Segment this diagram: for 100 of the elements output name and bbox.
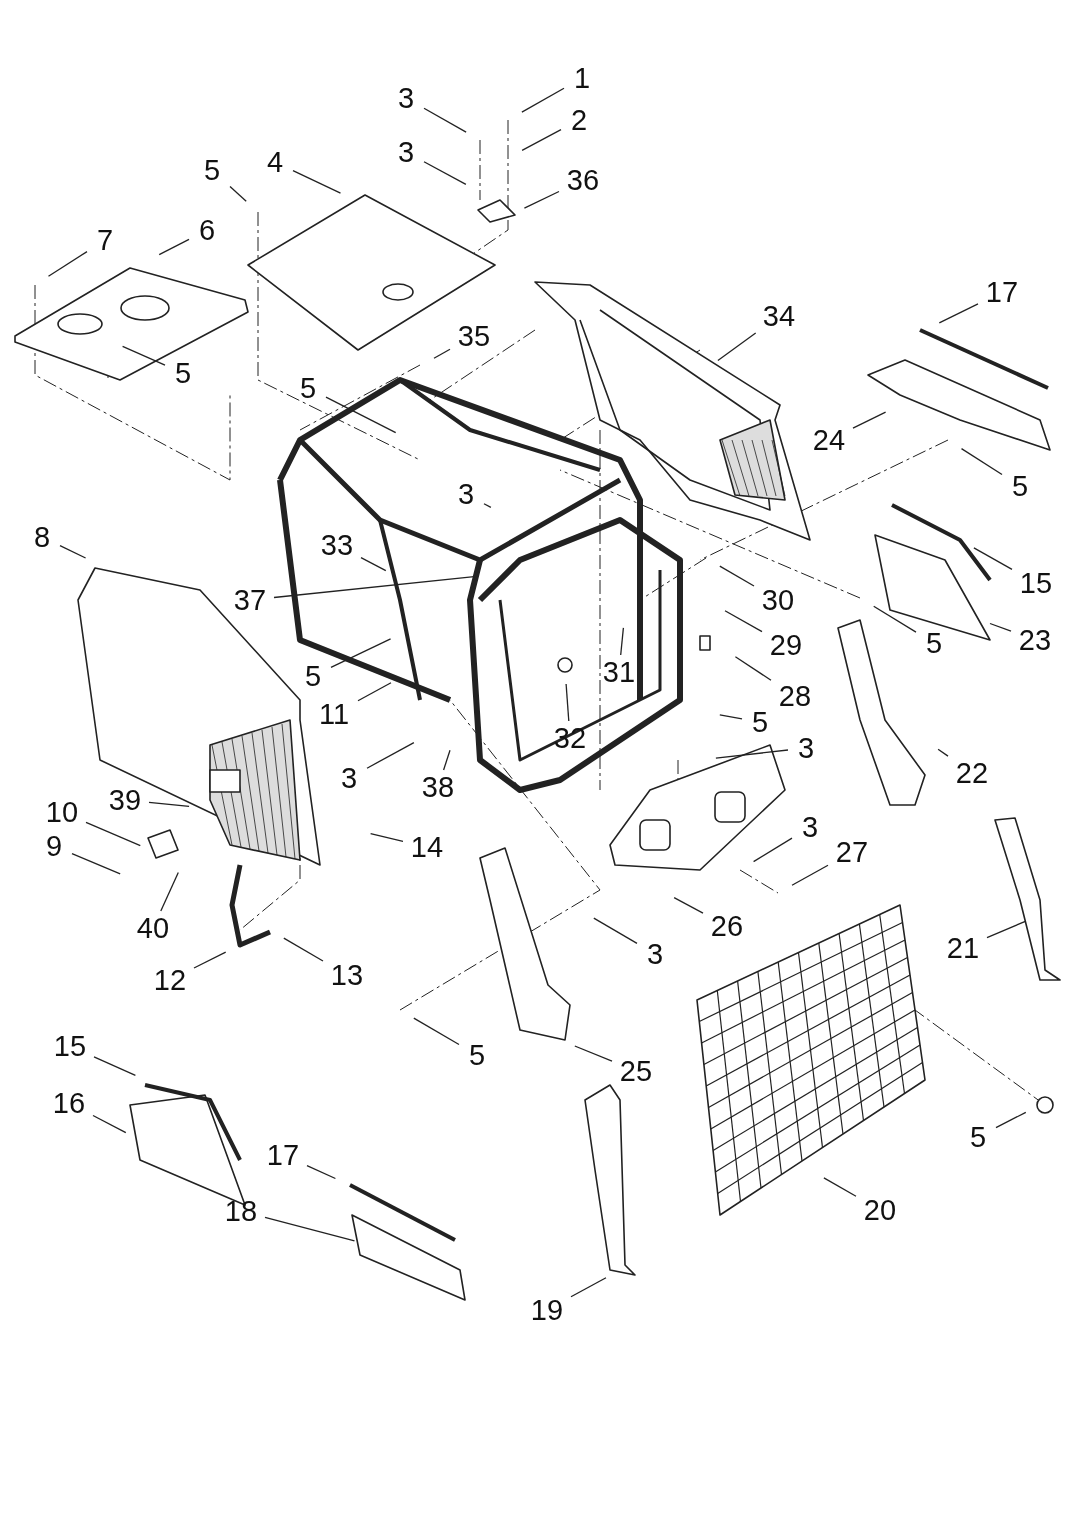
leader-line [973,547,1013,571]
callout-number: 5 [299,373,317,403]
callout-number: 3 [801,812,819,842]
callout-number: 14 [410,832,444,862]
leader-line [593,917,638,945]
leader-line [264,1216,356,1242]
callout-number: 3 [340,763,358,793]
callout-number: 34 [762,301,796,331]
callout-number: 9 [45,831,63,861]
callout-number: 13 [330,960,364,990]
leader-line [306,1165,337,1180]
leader-line [717,332,757,362]
leader-line [148,801,190,808]
leader-line [989,622,1012,632]
callout-number: 27 [835,837,869,867]
leader-line [995,1111,1027,1129]
leader-line [229,185,247,202]
callout-number: 28 [778,681,812,711]
leader-line [715,749,789,759]
leader-line [360,556,387,572]
callout-number: 31 [602,657,636,687]
leader-line [442,749,451,771]
callout-number: 5 [925,628,943,658]
callout-number: 5 [1011,471,1029,501]
leader-line [937,748,949,757]
leader-line [423,107,467,133]
callout-number: 38 [421,772,455,802]
leader-line [423,161,467,186]
leader-line [193,951,227,969]
leader-line [873,605,917,633]
leader-line [823,1177,857,1197]
leader-line [121,345,166,366]
leader-line [93,1056,137,1077]
callout-number: 3 [646,939,664,969]
callout-number: 5 [174,358,192,388]
leader-line [960,447,1003,476]
callout-number: 5 [468,1040,486,1070]
callout-number: 15 [53,1031,87,1061]
callout-number: 8 [33,522,51,552]
callout-number: 37 [233,585,267,615]
callout-number: 16 [52,1088,86,1118]
callout-number: 19 [530,1295,564,1325]
leader-line [938,303,979,324]
callout-number: 23 [1018,625,1052,655]
callout-number: 4 [266,147,284,177]
leader-line [92,1114,127,1134]
callout-number: 2 [570,105,588,135]
callout-number: 6 [198,215,216,245]
leader-line [724,610,763,633]
leader-line [620,627,625,656]
callout-number: 17 [266,1140,300,1170]
leader-line [521,87,565,113]
leader-line [158,238,190,256]
leader-line [325,396,397,434]
leader-line [574,1045,613,1062]
callout-number: 24 [812,425,846,455]
leader-line [521,128,562,152]
leader-line [71,852,121,875]
callout-number: 30 [761,585,795,615]
callout-number: 11 [318,699,350,729]
callout-number: 36 [566,165,600,195]
leader-line [85,821,141,847]
leader-line [59,545,87,559]
callout-number: 5 [969,1122,987,1152]
leader-line [523,190,560,209]
callout-number: 20 [863,1195,897,1225]
leader-line [357,682,392,702]
leader-line [273,576,475,599]
callout-number: 3 [397,83,415,113]
callout-number: 5 [203,155,221,185]
callout-number: 35 [457,321,491,351]
callout-number: 15 [1019,568,1053,598]
callout-number: 1 [573,63,591,93]
callout-number: 17 [985,277,1019,307]
leader-line [433,348,451,359]
leader-line [369,833,404,842]
callout-number: 25 [619,1056,653,1086]
leader-line [483,503,492,509]
callout-number: 10 [45,797,79,827]
leader-line [160,871,179,912]
callout-number: 39 [108,785,142,815]
leader-line [734,656,772,681]
leader-line [570,1277,607,1298]
callout-number: 5 [304,661,322,691]
leader-line [986,920,1026,939]
leader-line [752,837,793,863]
leader-line [292,169,342,194]
callout-number: 21 [946,933,980,963]
callout-number: 5 [751,707,769,737]
leader-line [413,1017,460,1046]
leader-line [366,741,415,769]
leader-line [852,411,887,429]
leader-line [47,250,88,277]
callout-number: 7 [96,225,114,255]
callout-number: 3 [797,733,815,763]
leader-line [791,864,829,886]
callout-number: 33 [320,530,354,560]
callout-number: 29 [769,630,803,660]
callout-number: 18 [224,1196,258,1226]
leader-line [719,714,743,720]
